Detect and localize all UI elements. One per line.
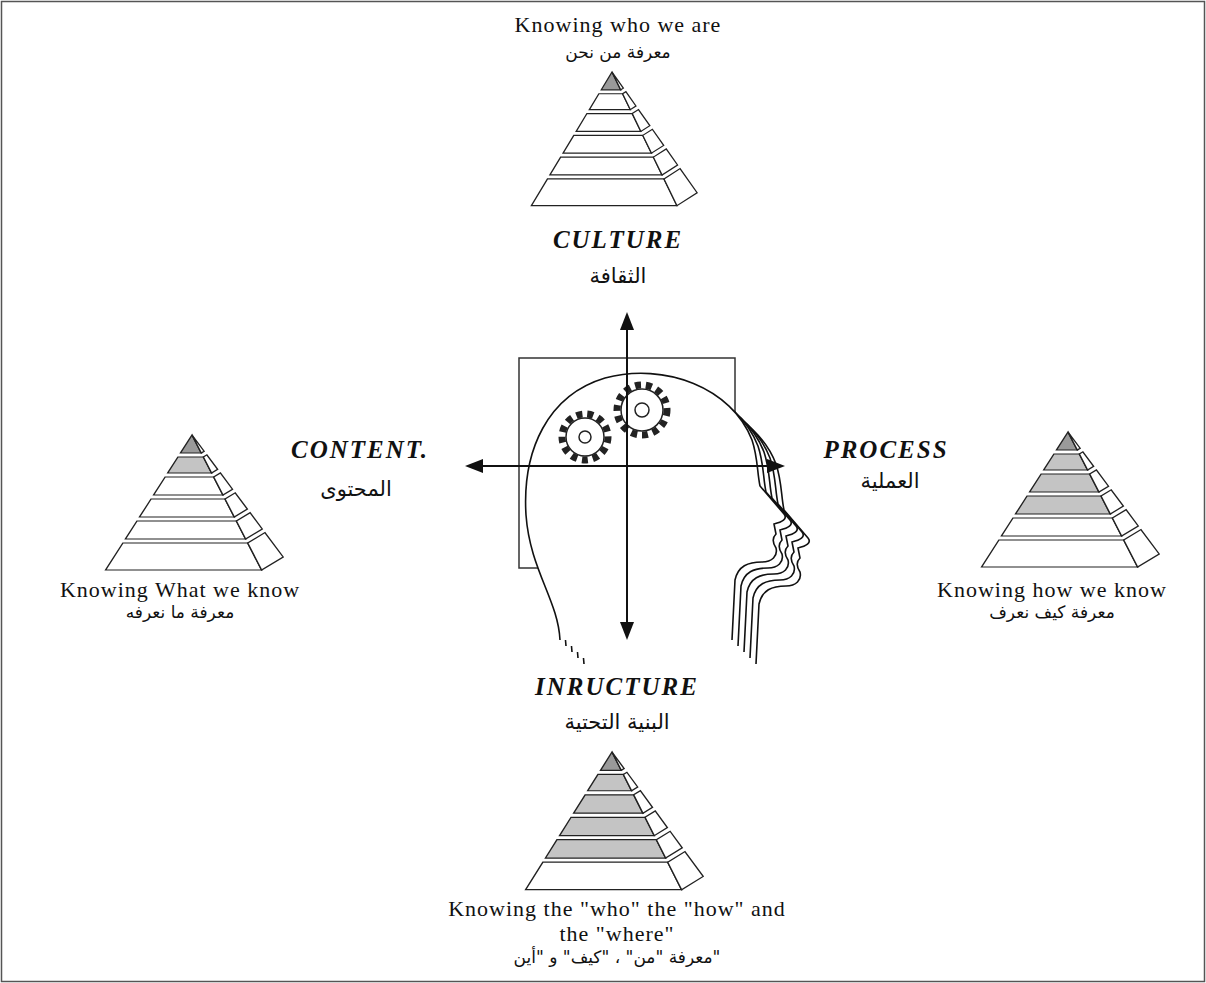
dimension-title: INRUCTURE xyxy=(535,673,699,702)
dimension-title: PROCESS xyxy=(823,436,948,465)
dimension-group: CONTENT. المحتوى Knowing What we knowمعرفة… xyxy=(8,420,468,630)
arabic-title: الثقافة xyxy=(590,264,647,288)
axis-arrows xyxy=(465,312,785,640)
arabic-description: معرفة "من" ، "كيف" و "أين" xyxy=(514,948,721,968)
arabic-title: المحتوى xyxy=(320,477,392,501)
arabic-title: البنية التحتية xyxy=(564,710,669,734)
dimension-group: PROCESS العملية Knowing how we knowمعرفة ك… xyxy=(795,420,1199,630)
arabic-description: معرفة من نحن xyxy=(565,43,670,63)
arabic-description: معرفة كيف نعرف xyxy=(989,603,1115,623)
content-pyramid xyxy=(106,435,284,570)
infrastructure-pyramid xyxy=(526,752,704,890)
arabic-description: معرفة ما نعرفه xyxy=(126,603,235,623)
arabic-title: العملية xyxy=(860,469,919,493)
dimension-title: CULTURE xyxy=(553,226,683,255)
head-profiles xyxy=(526,373,810,664)
dimension-title: CONTENT. xyxy=(291,436,429,465)
description-text: Knowing the "who" the "how" and the "whe… xyxy=(445,896,790,947)
dimension-group: INRUCTURE البنية التحتية Knowing the "who"… xyxy=(400,668,840,978)
description-text: Knowing What we know xyxy=(60,577,300,602)
description-text: Knowing how we know xyxy=(937,577,1167,602)
process-pyramid xyxy=(982,432,1160,567)
dimension-group: Knowing who we are معرفة من نحن CULTURE الث… xyxy=(400,6,840,298)
description-text: Knowing who we are xyxy=(515,12,722,37)
culture-pyramid xyxy=(531,72,697,206)
gears xyxy=(562,385,667,460)
